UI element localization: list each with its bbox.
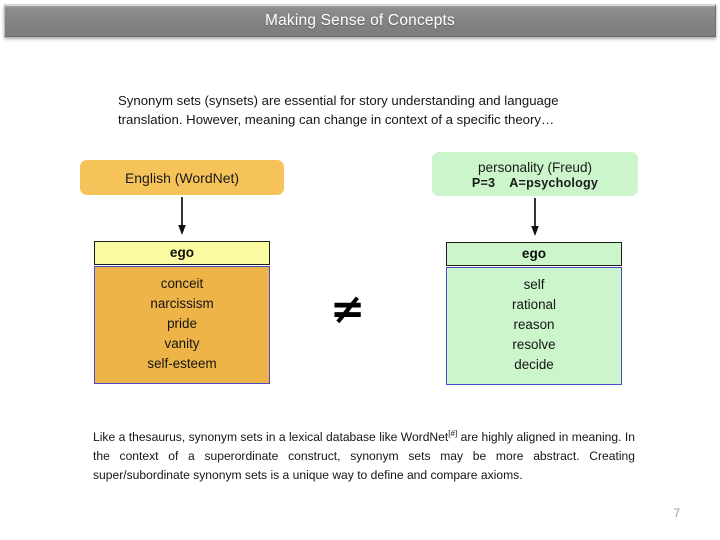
right-headword-label: ego [521, 246, 547, 261]
right-synonym-list: self rational reason resolve decide [446, 267, 622, 385]
list-item: narcissism [150, 295, 214, 311]
slide-title-bar: Making Sense of Concepts [4, 4, 716, 37]
list-item: conceit [160, 276, 204, 291]
not-equal-icon: ≠ [330, 284, 366, 333]
intro-paragraph: Synonym sets (synsets) are essential for… [118, 93, 559, 128]
page-title: Making Sense of Concepts [264, 12, 456, 29]
outro-text-after: are highly aligned in meaning. In the co… [93, 430, 635, 482]
left-caption-label: English (WordNet) [124, 169, 240, 186]
list-item: pride [167, 315, 197, 331]
left-caption-box: English (WordNet) [80, 160, 284, 195]
left-synonym-list: conceit narcissism pride vanity self-est… [94, 266, 270, 384]
list-item: vanity [164, 335, 200, 351]
param-p: P=3 [471, 175, 496, 190]
right-caption-label: personality (Freud) [477, 159, 593, 175]
outro-paragraph: Like a thesaurus, synonym sets in a lexi… [93, 428, 635, 484]
right-arrow-container [432, 196, 638, 242]
left-headword-label: ego [169, 245, 195, 260]
right-caption-box: personality (Freud) P=3 A=psychology [432, 152, 638, 196]
list-item: self-esteem [147, 355, 217, 371]
param-a: A=psychology [509, 175, 599, 190]
right-headword-box: ego [446, 242, 622, 266]
list-item: reason [513, 316, 555, 332]
left-arrow-container [80, 195, 284, 241]
list-item: decide [514, 356, 554, 372]
list-item: resolve [512, 336, 556, 352]
left-synset-column: English (WordNet) ego conceit narcissism… [80, 160, 284, 384]
right-caption-params: P=3 A=psychology [472, 176, 598, 190]
list-item: rational [512, 296, 556, 312]
outro-text-before: Like a thesaurus, synonym sets in a lexi… [93, 430, 449, 445]
list-item: self [523, 277, 545, 292]
left-headword-box: ego [94, 241, 270, 265]
down-arrow-icon [178, 197, 186, 235]
down-arrow-icon [531, 198, 539, 236]
reference-marker: [#] [448, 429, 458, 438]
page-number: 7 [673, 508, 680, 520]
